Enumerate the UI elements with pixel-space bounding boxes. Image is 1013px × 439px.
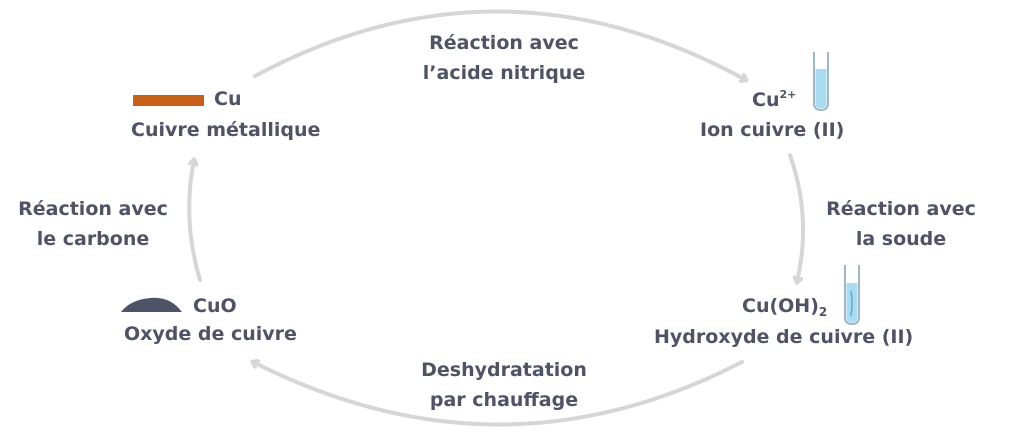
arrow-carbone xyxy=(187,160,202,282)
edge-dehydration-line2: par chauffage xyxy=(429,389,579,411)
test-tube-cuoh2-icon xyxy=(844,265,860,326)
cuoh2-formula: Cu(OH)2 xyxy=(742,295,828,319)
copper-bar-icon xyxy=(133,95,204,106)
edge-nitric-line1: Réaction avec xyxy=(429,32,579,54)
test-tube-cu2-icon xyxy=(813,52,829,112)
edge-label-nitric: Réaction avec l’acide nitrique xyxy=(396,28,612,88)
edge-soude-line2: la soude xyxy=(855,228,947,250)
edge-label-soude: Réaction avec la soude xyxy=(810,194,992,254)
arrow-soude xyxy=(788,153,806,282)
edge-soude-line1: Réaction avec xyxy=(826,198,976,220)
edge-dehydration-line1: Deshydratation xyxy=(421,359,587,381)
cuo-formula: CuO xyxy=(193,295,237,317)
cu-name: Cuivre métallique xyxy=(131,119,321,141)
edge-carbone-line2: le carbone xyxy=(36,228,150,250)
cu2-formula: Cu2+ xyxy=(752,88,797,111)
cu-formula: Cu xyxy=(214,88,242,110)
edge-label-dehydration: Deshydratation par chauffage xyxy=(396,355,612,415)
edge-carbone-line1: Réaction avec xyxy=(18,198,168,220)
cuo-name: Oxyde de cuivre xyxy=(124,323,297,345)
arrow-nitric xyxy=(253,9,746,80)
cuo-powder-icon xyxy=(121,297,182,312)
arrow-dehydration xyxy=(253,362,744,427)
edge-label-carbone: Réaction avec le carbone xyxy=(2,194,184,254)
cu2-name: Ion cuivre (II) xyxy=(700,119,845,141)
edge-nitric-line2: l’acide nitrique xyxy=(422,62,586,84)
cuoh2-name: Hydroxyde de cuivre (II) xyxy=(654,326,914,348)
